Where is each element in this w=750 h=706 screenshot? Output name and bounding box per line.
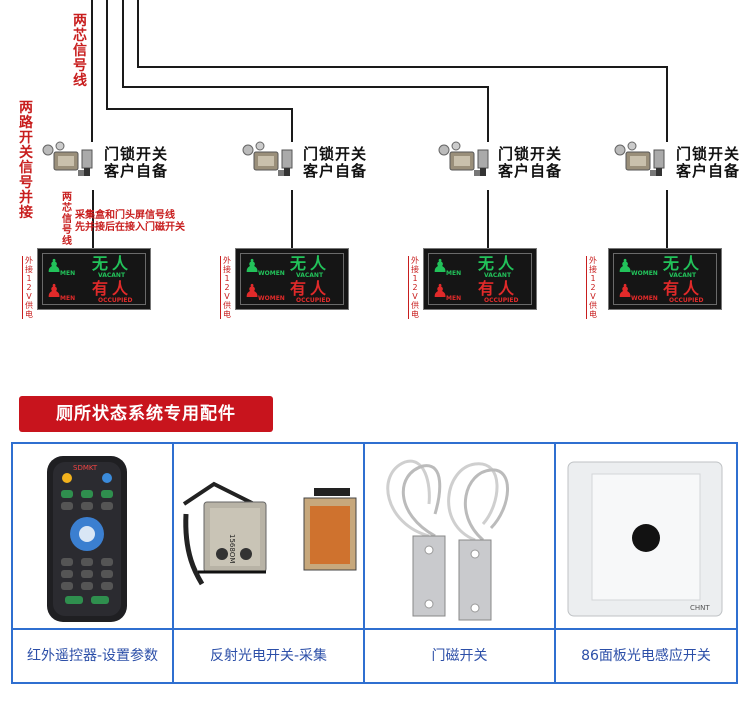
product-card-door-magnet[interactable]: 门磁开关 (365, 444, 556, 682)
status-panel: ♟ MEN 无人 VACANT ♟ MEN 有人 OCCUPIED (37, 248, 151, 310)
woman-icon: ♟ (617, 281, 634, 302)
power-label: 外接12V供电 (22, 256, 34, 319)
wire (291, 108, 293, 142)
product-caption: 86面板光电感应开关 (581, 648, 711, 664)
product-card-photoelectric[interactable]: 1568OM 反射光电开关-采集 (174, 444, 365, 682)
wire (487, 190, 489, 248)
man-icon: ♟ (432, 281, 449, 302)
wire-label-small: 两芯信号线 (62, 192, 72, 247)
lock-label: 门锁开关 客户自备 (303, 145, 368, 180)
man-icon: ♟ (46, 281, 63, 302)
woman-icon: ♟ (244, 281, 261, 302)
product-caption: 反射光电开关-采集 (209, 648, 328, 664)
power-label: 外接12V供电 (586, 256, 598, 319)
wire-label-left: 两路开关信号并接 (19, 100, 33, 221)
man-icon: ♟ (432, 256, 449, 277)
door-lock-icon (438, 141, 489, 176)
lock-label: 门锁开关 客户自备 (498, 145, 563, 180)
woman-icon: ♟ (617, 256, 634, 277)
product-card-remote[interactable]: SDMKT 红外遥控器-设置参数 (13, 444, 174, 682)
status-panel: ♟ MEN 无人 VACANT ♟ MEN 有人 OCCUPIED (423, 248, 537, 310)
wall-panel-sensor-icon: CHNT (567, 461, 723, 617)
product-grid: SDMKT 红外遥控器-设置参数 1568OM (11, 442, 738, 684)
wire (106, 0, 108, 110)
wire-label-top: 两芯信号线 (73, 13, 87, 89)
wire (666, 66, 668, 142)
wire (122, 86, 489, 88)
product-caption: 红外遥控器-设置参数 (26, 648, 159, 664)
status-panel: ♟ WOMEN 无人 VACANT ♟ WOMEN 有人 OCCUPIED (235, 248, 349, 310)
wire (137, 0, 139, 68)
product-caption: 门磁开关 (431, 648, 488, 664)
wire (291, 190, 293, 248)
product-card-wall-panel[interactable]: CHNT 86面板光电感应开关 (556, 444, 736, 682)
section-title: 厕所状态系统专用配件 (19, 396, 273, 432)
wire (91, 0, 93, 142)
remote-brand: SDMKT (73, 464, 98, 472)
lock-label: 门锁开关 客户自备 (676, 145, 741, 180)
sensor-model: 1568OM (228, 534, 236, 563)
wire (666, 190, 668, 248)
door-lock-icon (242, 141, 293, 176)
remote-control-icon: SDMKT (47, 456, 127, 622)
wire (137, 66, 668, 68)
man-icon: ♟ (46, 256, 63, 277)
power-label: 外接12V供电 (220, 256, 232, 319)
power-label: 外接12V供电 (408, 256, 420, 319)
door-lock-icon (42, 141, 93, 176)
status-panel: ♟ WOMEN 无人 VACANT ♟ WOMEN 有人 OCCUPIED (608, 248, 722, 310)
magnetic-door-switch-icon (386, 459, 509, 621)
wire (487, 86, 489, 142)
wire (92, 190, 94, 248)
wire (122, 0, 124, 88)
wiring-note: 采集盒和门头屏信号线 先并接后在接入门磁开关 (75, 210, 185, 233)
lock-label: 门锁开关 客户自备 (104, 145, 169, 180)
wire (106, 108, 293, 110)
panel-brand: CHNT (690, 604, 710, 612)
woman-icon: ♟ (244, 256, 261, 277)
photoelectric-sensor-icon: 1568OM (182, 481, 357, 586)
door-lock-icon (614, 141, 665, 176)
